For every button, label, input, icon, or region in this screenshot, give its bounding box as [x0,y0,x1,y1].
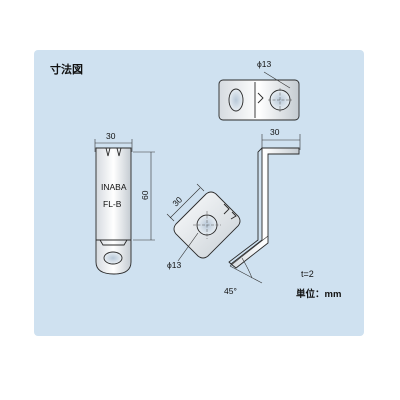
top-view-hole-label: ϕ13 [257,59,271,69]
iso-width-label: 30 [170,194,184,208]
top-view: ϕ13 [218,59,300,121]
iso-hole-label: ϕ13 [167,260,181,270]
unit-note: 単位：mm [296,289,342,300]
top-view-slot [228,88,244,112]
thickness-note: t=2 [301,269,314,279]
angle-label: 45° [224,286,237,296]
marking-brand: INABA [101,182,127,192]
front-view-plate [95,147,132,275]
side-view-profile [230,147,300,269]
front-height-label: 60 [140,190,150,200]
front-view-slot [103,251,123,265]
side-view: 30 [228,127,301,269]
drawing-panel [34,50,364,336]
side-width-label: 30 [270,127,280,137]
iso-view: 30 ϕ13 45° [166,183,269,296]
marking-model: FL-B [103,199,122,209]
front-view: 30 INABA FL-B 60 [94,131,155,275]
front-width-label: 30 [106,131,116,141]
page-title: 寸法図 [50,64,83,76]
